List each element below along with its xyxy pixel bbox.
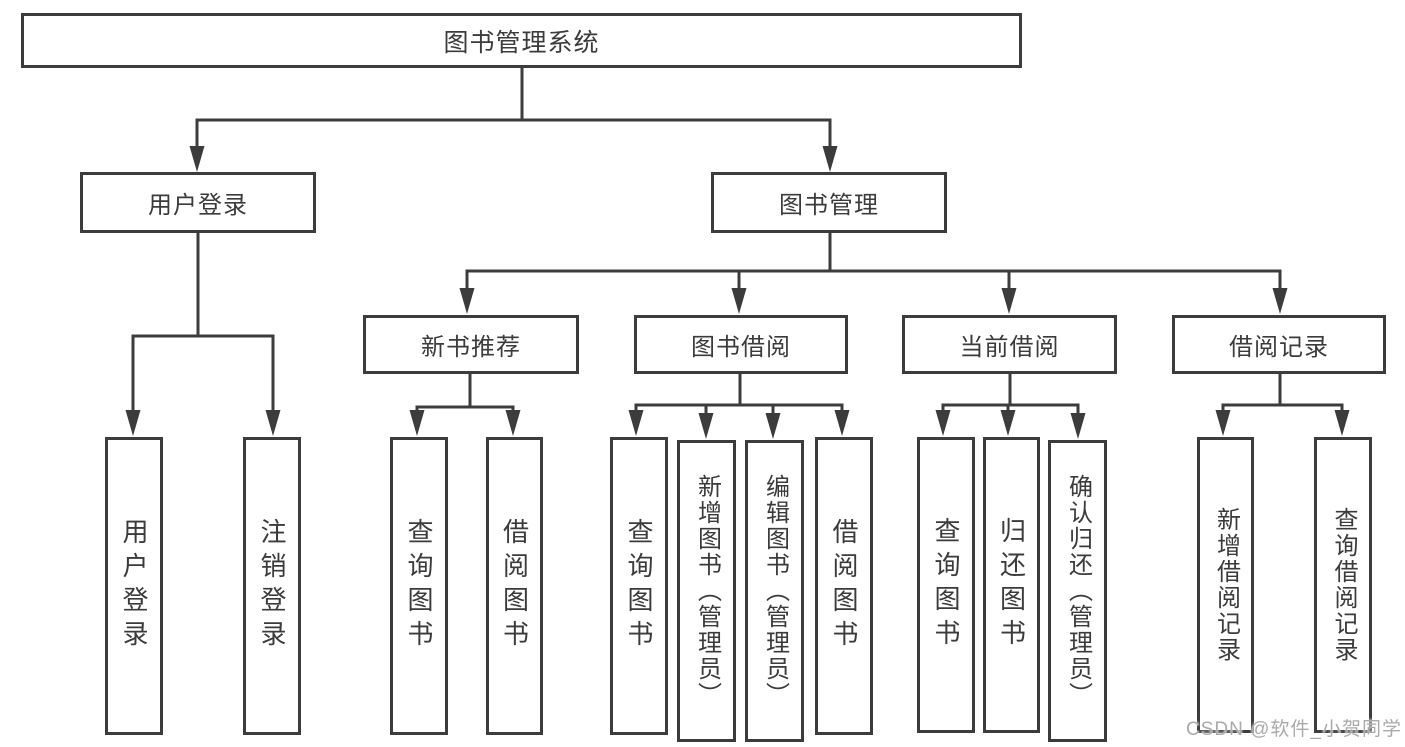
node-new-book-recommend: 新书推荐 — [363, 315, 579, 374]
leaf-return-books: 归还图书 — [983, 437, 1040, 733]
connector-elbow-lines — [131, 68, 1344, 417]
leaf-user-login: 用户登录 — [105, 437, 163, 735]
leaf-current-query-books: 查询图书 — [917, 437, 975, 733]
leaf-query-borrow-record: 查询借阅记录 — [1314, 437, 1372, 733]
leaf-borrowing-borrow-books-label: 借阅图书 — [829, 518, 859, 654]
leaf-confirm-return-admin-label: 确认归还（管理员） — [1064, 474, 1092, 708]
leaf-recommend-borrow-books-label: 借阅图书 — [499, 518, 530, 654]
leaf-user-login-label: 用户登录 — [119, 518, 149, 654]
leaf-borrowing-query-books-label: 查询图书 — [624, 518, 654, 654]
leaf-add-book-admin: 新增图书（管理员） — [677, 440, 736, 742]
leaf-recommend-query-books-label: 查询图书 — [404, 518, 434, 654]
node-book-management-label: 图书管理 — [779, 192, 879, 219]
leaf-current-query-books-label: 查询图书 — [931, 517, 961, 653]
node-current-borrowing: 当前借阅 — [902, 315, 1117, 374]
node-new-book-recommend-label: 新书推荐 — [421, 334, 521, 361]
leaf-edit-book-admin-label: 编辑图书（管理员） — [761, 474, 789, 708]
node-borrowing-records-label: 借阅记录 — [1229, 334, 1329, 361]
leaf-add-borrow-record-label: 新增借阅记录 — [1212, 507, 1240, 663]
leaf-borrowing-borrow-books: 借阅图书 — [815, 437, 873, 735]
node-book-management: 图书管理 — [711, 172, 947, 233]
node-current-borrowing-label: 当前借阅 — [959, 334, 1060, 361]
arrowheads — [125, 146, 1350, 439]
node-book-borrowing: 图书借阅 — [634, 315, 848, 374]
leaf-logout: 注销登录 — [243, 437, 301, 735]
leaf-recommend-query-books: 查询图书 — [390, 437, 448, 735]
node-library-system: 图书管理系统 — [21, 13, 1022, 68]
node-borrowing-records: 借阅记录 — [1172, 315, 1386, 374]
node-book-borrowing-label: 图书借阅 — [691, 334, 791, 361]
leaf-return-books-label: 归还图书 — [996, 517, 1027, 653]
node-library-system-label: 图书管理系统 — [443, 28, 600, 57]
leaf-borrowing-query-books: 查询图书 — [610, 437, 668, 735]
leaf-recommend-borrow-books: 借阅图书 — [486, 437, 543, 735]
leaf-logout-label: 注销登录 — [257, 518, 287, 654]
node-user-login: 用户登录 — [80, 172, 316, 233]
leaf-edit-book-admin: 编辑图书（管理员） — [745, 440, 804, 742]
node-user-login-label: 用户登录 — [148, 192, 248, 219]
leaf-query-borrow-record-label: 查询借阅记录 — [1330, 507, 1357, 663]
watermark: CSDN @软件_小贺同学 — [1186, 719, 1402, 740]
leaf-add-book-admin-label: 新增图书（管理员） — [693, 474, 721, 708]
leaf-add-borrow-record: 新增借阅记录 — [1197, 437, 1254, 733]
leaf-confirm-return-admin: 确认归还（管理员） — [1048, 440, 1107, 742]
